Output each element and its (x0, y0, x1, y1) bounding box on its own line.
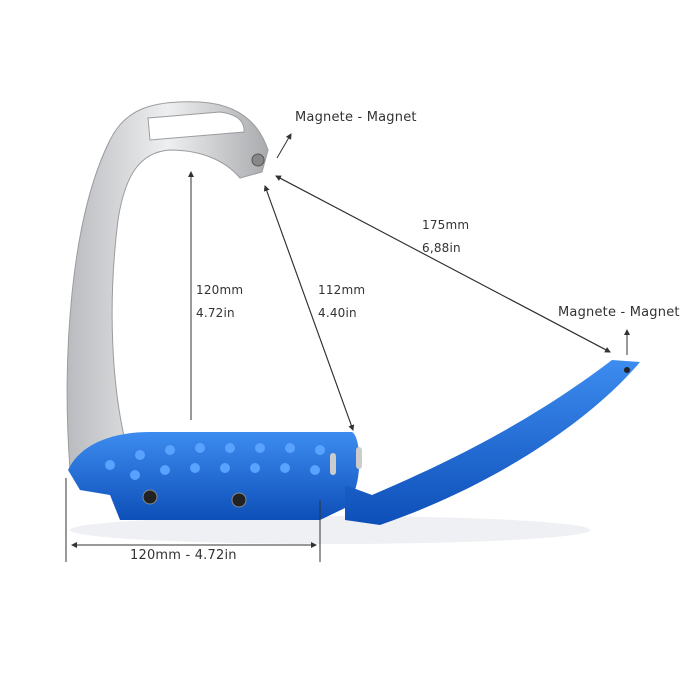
inner-in-label: 4.40in (318, 306, 357, 320)
magnet-top-arrow (276, 133, 292, 159)
diagonal-in-label: 6,88in (422, 241, 461, 255)
diagonal-arrow-b (275, 175, 611, 353)
frame-slot (147, 111, 245, 141)
magnet-pin (356, 447, 362, 469)
shadow (70, 516, 590, 544)
dimension-lines (65, 133, 630, 562)
screw-icon (142, 489, 158, 505)
height-mm-label: 120mm (196, 283, 244, 297)
silver-frame (66, 101, 269, 471)
magnet-pin (330, 453, 336, 475)
inner-arrow-b (264, 185, 355, 431)
height-in-label: 4.72in (196, 306, 235, 320)
diagonal-mm-label: 175mm (422, 218, 470, 232)
magnet-right-label: Magnete - Magnet (558, 305, 680, 320)
screw-icon (231, 492, 247, 508)
width-label: 120mm - 4.72in (130, 548, 237, 563)
blue-tread (68, 432, 360, 520)
magnet-top-icon (251, 153, 265, 167)
blue-release-arm (345, 360, 640, 525)
magnet-right-icon (624, 367, 630, 373)
inner-mm-label: 112mm (318, 283, 366, 297)
magnet-top-label: Magnete - Magnet (295, 110, 417, 125)
tread-spikes (105, 443, 325, 480)
